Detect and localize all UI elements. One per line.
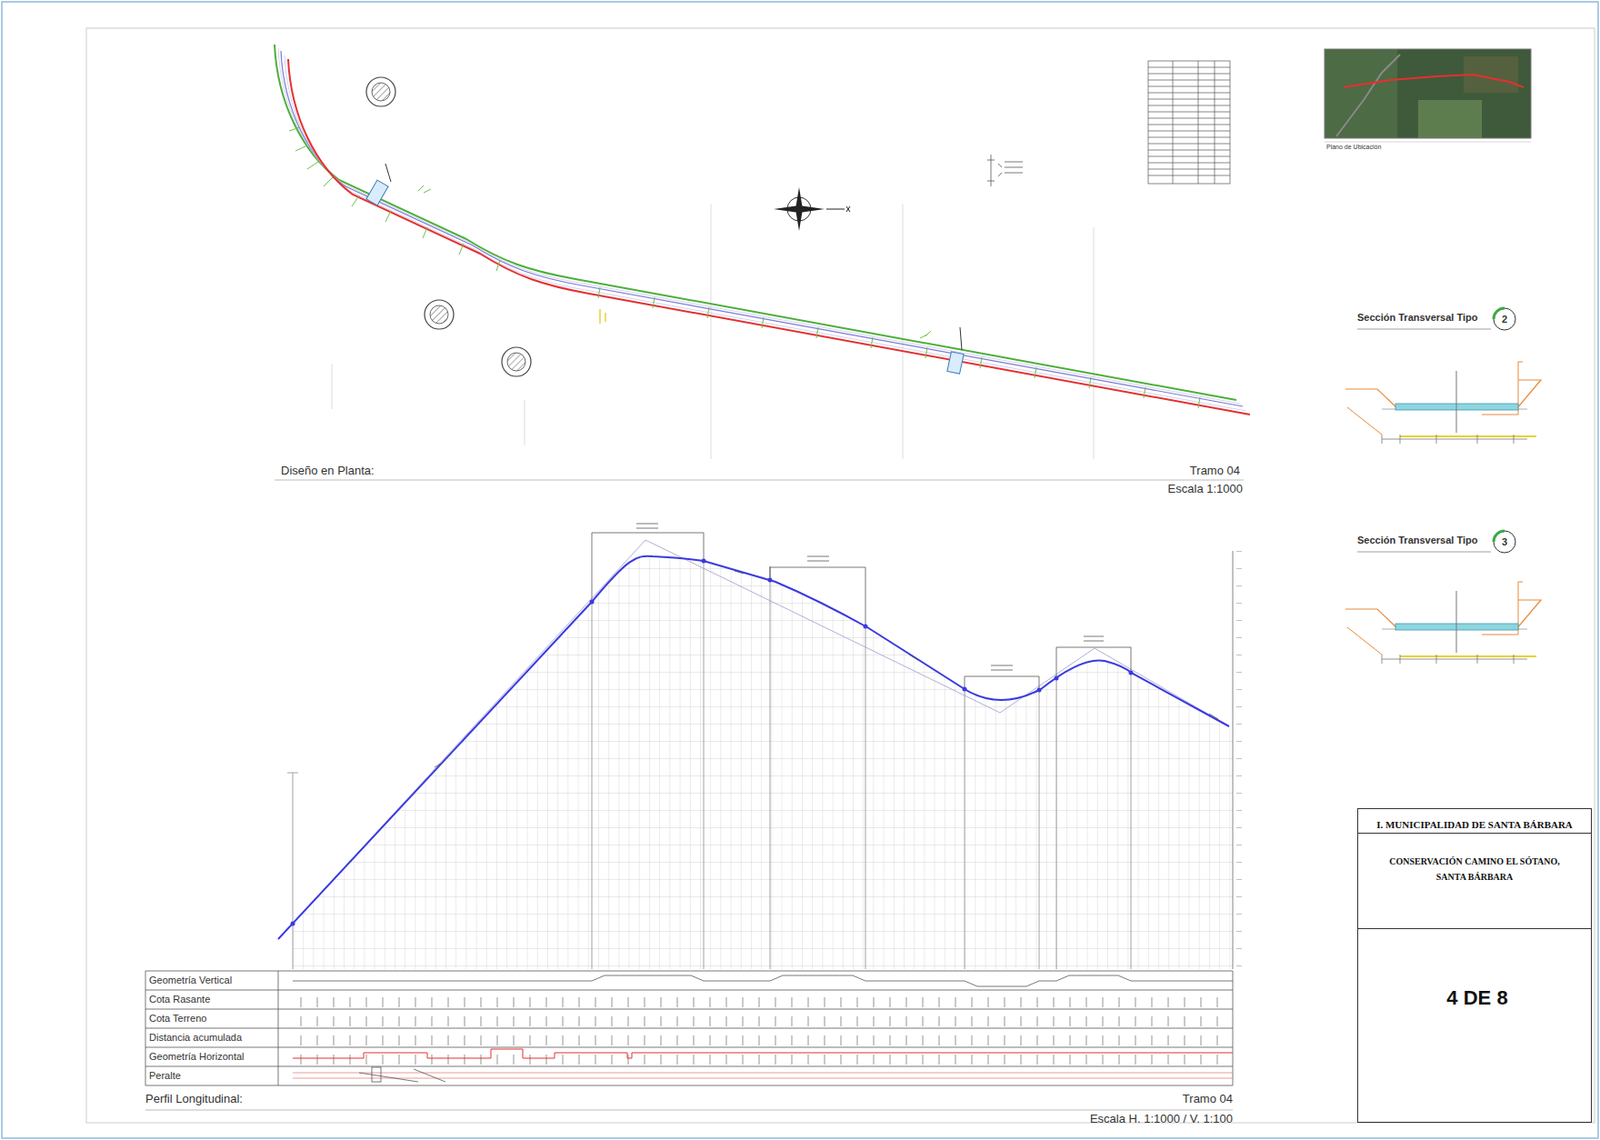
table-row-header: Distancia acumulada [149,1031,242,1044]
sheet-number: 4 DE 8 [1440,970,1514,1026]
section-name: Tramo 04 [1187,464,1243,479]
sheet-number-text: 4 DE 8 [1442,980,1512,1015]
table-row-header: Geometría Vertical [149,974,232,987]
table-row-header: Geometría Horizontal [149,1050,245,1063]
section-title: Sección Transversal Tipo [1357,311,1478,324]
table-row-header: Cota Rasante [149,993,210,1006]
map-caption: Plano de Ubicación [1326,143,1381,151]
scale-note: Escala H. 1:1000 / V. 1:100 [1090,1112,1233,1127]
project-box: CONSERVACIÓN CAMINO EL SÓTANO, SANTA BÁR… [1357,832,1592,930]
table-row-header: Cota Terreno [149,1012,207,1025]
title-text: CONSERVACIÓN CAMINO EL SÓTANO, SANTA BÁR… [1374,853,1575,885]
callout-number: 3 [1501,536,1508,549]
view-title: Perfil Longitudinal: [145,1092,243,1107]
callout-number: 2 [1501,313,1508,326]
view-title: Diseño en Planta: [278,464,378,479]
scale-note: Escala 1:1000 [1168,482,1243,497]
title-block: I. MUNICIPALIDAD DE SANTA BÁRBARA CONSERV… [1357,808,1592,1123]
section-title: Sección Transversal Tipo [1357,534,1478,547]
section-name: Tramo 04 [1182,1092,1233,1107]
title-text: I. MUNICIPALIDAD DE SANTA BÁRBARA [1361,816,1588,834]
table-row-header: Peralte [149,1070,181,1082]
